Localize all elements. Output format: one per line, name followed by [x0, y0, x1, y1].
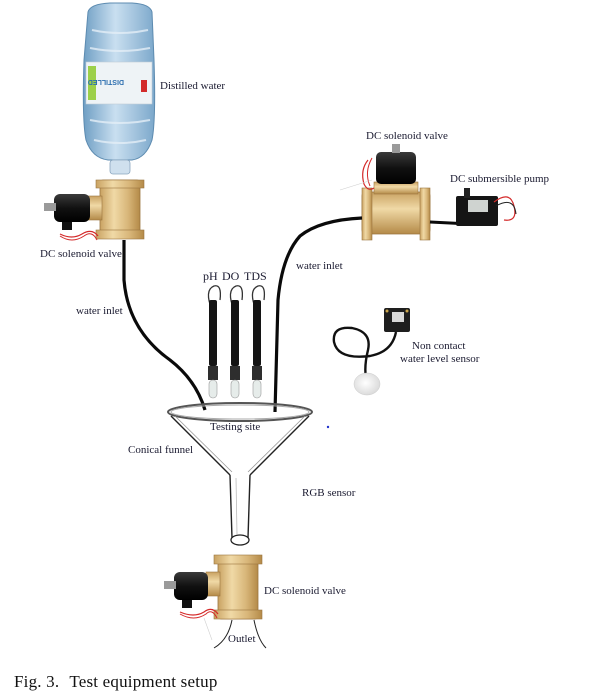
conical-funnel: [167, 402, 313, 546]
outlet-stream-right: [253, 619, 267, 649]
label-valve-bottom: DC solenoid valve: [264, 585, 346, 597]
caption-text: Test equipment setup: [69, 672, 218, 691]
solenoid-valve-top-right: [339, 144, 431, 241]
rgb-sensor-marker: [326, 425, 330, 429]
hose-left: [122, 240, 207, 411]
bottle-label-text: DISTILLED: [88, 78, 124, 85]
figure-caption: Fig. 3. Test equipment setup: [14, 672, 218, 692]
label-water-level-line1: Non contact: [412, 340, 466, 352]
probes: [207, 285, 266, 399]
hose-right: [273, 216, 363, 413]
label-testing-site: Testing site: [210, 421, 261, 433]
submersible-pump: [456, 188, 517, 226]
label-water-inlet-left: water inlet: [76, 305, 123, 317]
caption-prefix: Fig. 3.: [14, 672, 60, 691]
label-probe-ph: pH: [203, 269, 218, 283]
label-conical-funnel: Conical funnel: [128, 444, 194, 456]
label-valve-top-left: DC solenoid valve: [40, 248, 122, 260]
label-valve-top-right: DC solenoid valve: [366, 130, 448, 142]
label-distilled-water: Distilled water: [160, 80, 226, 92]
label-probe-tds: TDS: [244, 269, 267, 283]
solenoid-valve-bottom: [164, 554, 263, 641]
do-probe: [229, 285, 244, 399]
label-water-level-line2: water level sensor: [400, 353, 480, 365]
water-level-sensor: [332, 308, 410, 396]
outlet-stream-left: [213, 619, 233, 649]
tds-probe: [251, 285, 266, 399]
ph-probe: [207, 285, 222, 399]
distilled-water-bottle: DISTILLED: [82, 2, 156, 175]
label-probe-do: DO: [222, 269, 240, 283]
solenoid-valve-top-left: [44, 179, 145, 241]
label-rgb-sensor: RGB sensor: [302, 487, 356, 499]
label-outlet: Outlet: [228, 633, 256, 645]
label-water-inlet-right: water inlet: [296, 260, 343, 272]
label-submersible-pump: DC submersible pump: [450, 173, 549, 185]
